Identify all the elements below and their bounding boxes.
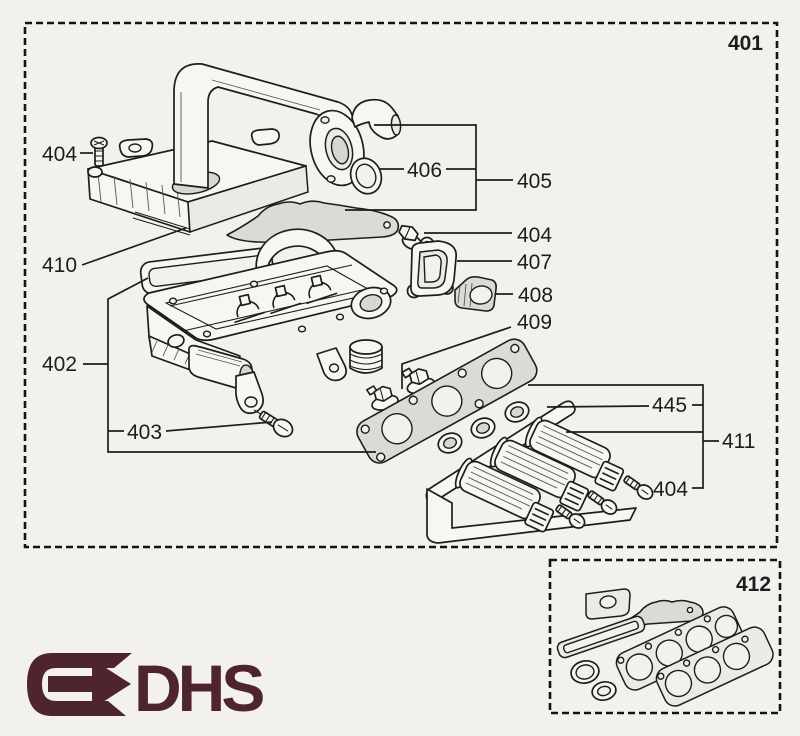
callout-402: 402	[42, 353, 77, 376]
inset-oring-small	[591, 680, 617, 702]
inset-small-plate	[585, 588, 631, 620]
inset-number-label: 412	[736, 573, 771, 596]
manifold-base-side	[187, 165, 309, 234]
head-top-rim	[143, 249, 398, 342]
flange-hole-bottom	[326, 175, 336, 183]
intake-manifold-drawing	[87, 63, 402, 295]
flange-hole-top	[320, 116, 330, 124]
screw-404-bottom	[623, 475, 654, 500]
main-frame: 401	[23, 21, 779, 549]
callout-407: 407	[517, 251, 552, 274]
callout-405: 405	[517, 170, 552, 193]
bracket-405	[345, 124, 513, 211]
screw-403	[258, 410, 294, 438]
cover-parts-drawing	[398, 224, 497, 312]
coil-seals	[437, 401, 530, 454]
inset-manifold-gasket-1	[615, 606, 743, 691]
leader-403	[165, 421, 273, 432]
base-hatching	[97, 172, 181, 218]
ribbed-port	[349, 339, 383, 374]
base-right-pad	[250, 128, 280, 146]
head-bolt-holes	[168, 280, 389, 338]
main-frame-border	[23, 21, 779, 549]
gasket-445	[356, 338, 538, 464]
bracket-411	[528, 384, 719, 489]
cam-saddles	[234, 274, 338, 324]
head-round-port-bore	[359, 294, 383, 312]
callout-408: 408	[518, 284, 553, 307]
callout-404-bottom: 404	[653, 478, 688, 501]
cylinder-head-drawing	[143, 228, 398, 438]
leader-409	[401, 326, 512, 389]
callout-404-mid: 404	[517, 224, 552, 247]
coil-assembly-drawing	[356, 338, 654, 544]
screw-404-top	[90, 136, 108, 167]
cover-407	[406, 236, 458, 299]
outlet-stub	[351, 98, 399, 140]
callouts: 404 410 402 403 406 405 404 407 408 409 …	[42, 124, 755, 501]
inset-412: 412	[548, 558, 782, 715]
shield-plate-hole	[383, 221, 391, 229]
seal-ring-406-inner	[355, 163, 377, 189]
dhs-logo: DHS	[27, 651, 267, 725]
head-left-stub	[167, 333, 185, 349]
bolt-404-mid	[398, 224, 423, 257]
flange-bore-inner	[330, 135, 350, 165]
leader-445	[546, 404, 703, 408]
inset-manifold-gasket-2	[655, 626, 774, 707]
inset-oring-large	[570, 660, 600, 684]
callout-409: 409	[517, 311, 552, 334]
head-rails	[169, 264, 363, 332]
dhs-logo-text: DHS	[134, 651, 263, 725]
frame-number-label: 401	[728, 32, 763, 55]
head-right-arm-hole	[328, 363, 340, 373]
ignition-coil-1	[454, 457, 555, 533]
callout-411: 411	[722, 430, 755, 453]
callout-445: 445	[652, 394, 687, 417]
ignition-coil-2	[489, 436, 590, 512]
inset-frame-border	[548, 558, 782, 715]
spacer-plate-edges	[132, 211, 191, 236]
base-corner-tab	[87, 166, 103, 178]
ignition-coil-3	[524, 416, 625, 492]
inset-strip-gasket	[556, 615, 646, 659]
callout-404-top: 404	[42, 143, 77, 166]
cam-tube-stripes	[195, 349, 243, 367]
callout-403: 403	[127, 421, 162, 444]
plate-408	[454, 276, 497, 312]
pipe-detail-lines	[180, 79, 321, 182]
head-lug-hole	[244, 396, 258, 408]
dhs-logo-mark-c	[27, 653, 132, 716]
dhs-logo-arrow-icon	[48, 659, 131, 709]
callout-410: 410	[42, 254, 77, 277]
leader-410	[81, 227, 187, 266]
callout-406: 406	[407, 159, 442, 182]
bracket-402	[83, 277, 376, 453]
base-left-pad-hole	[128, 143, 142, 153]
coil-screws	[555, 475, 654, 529]
